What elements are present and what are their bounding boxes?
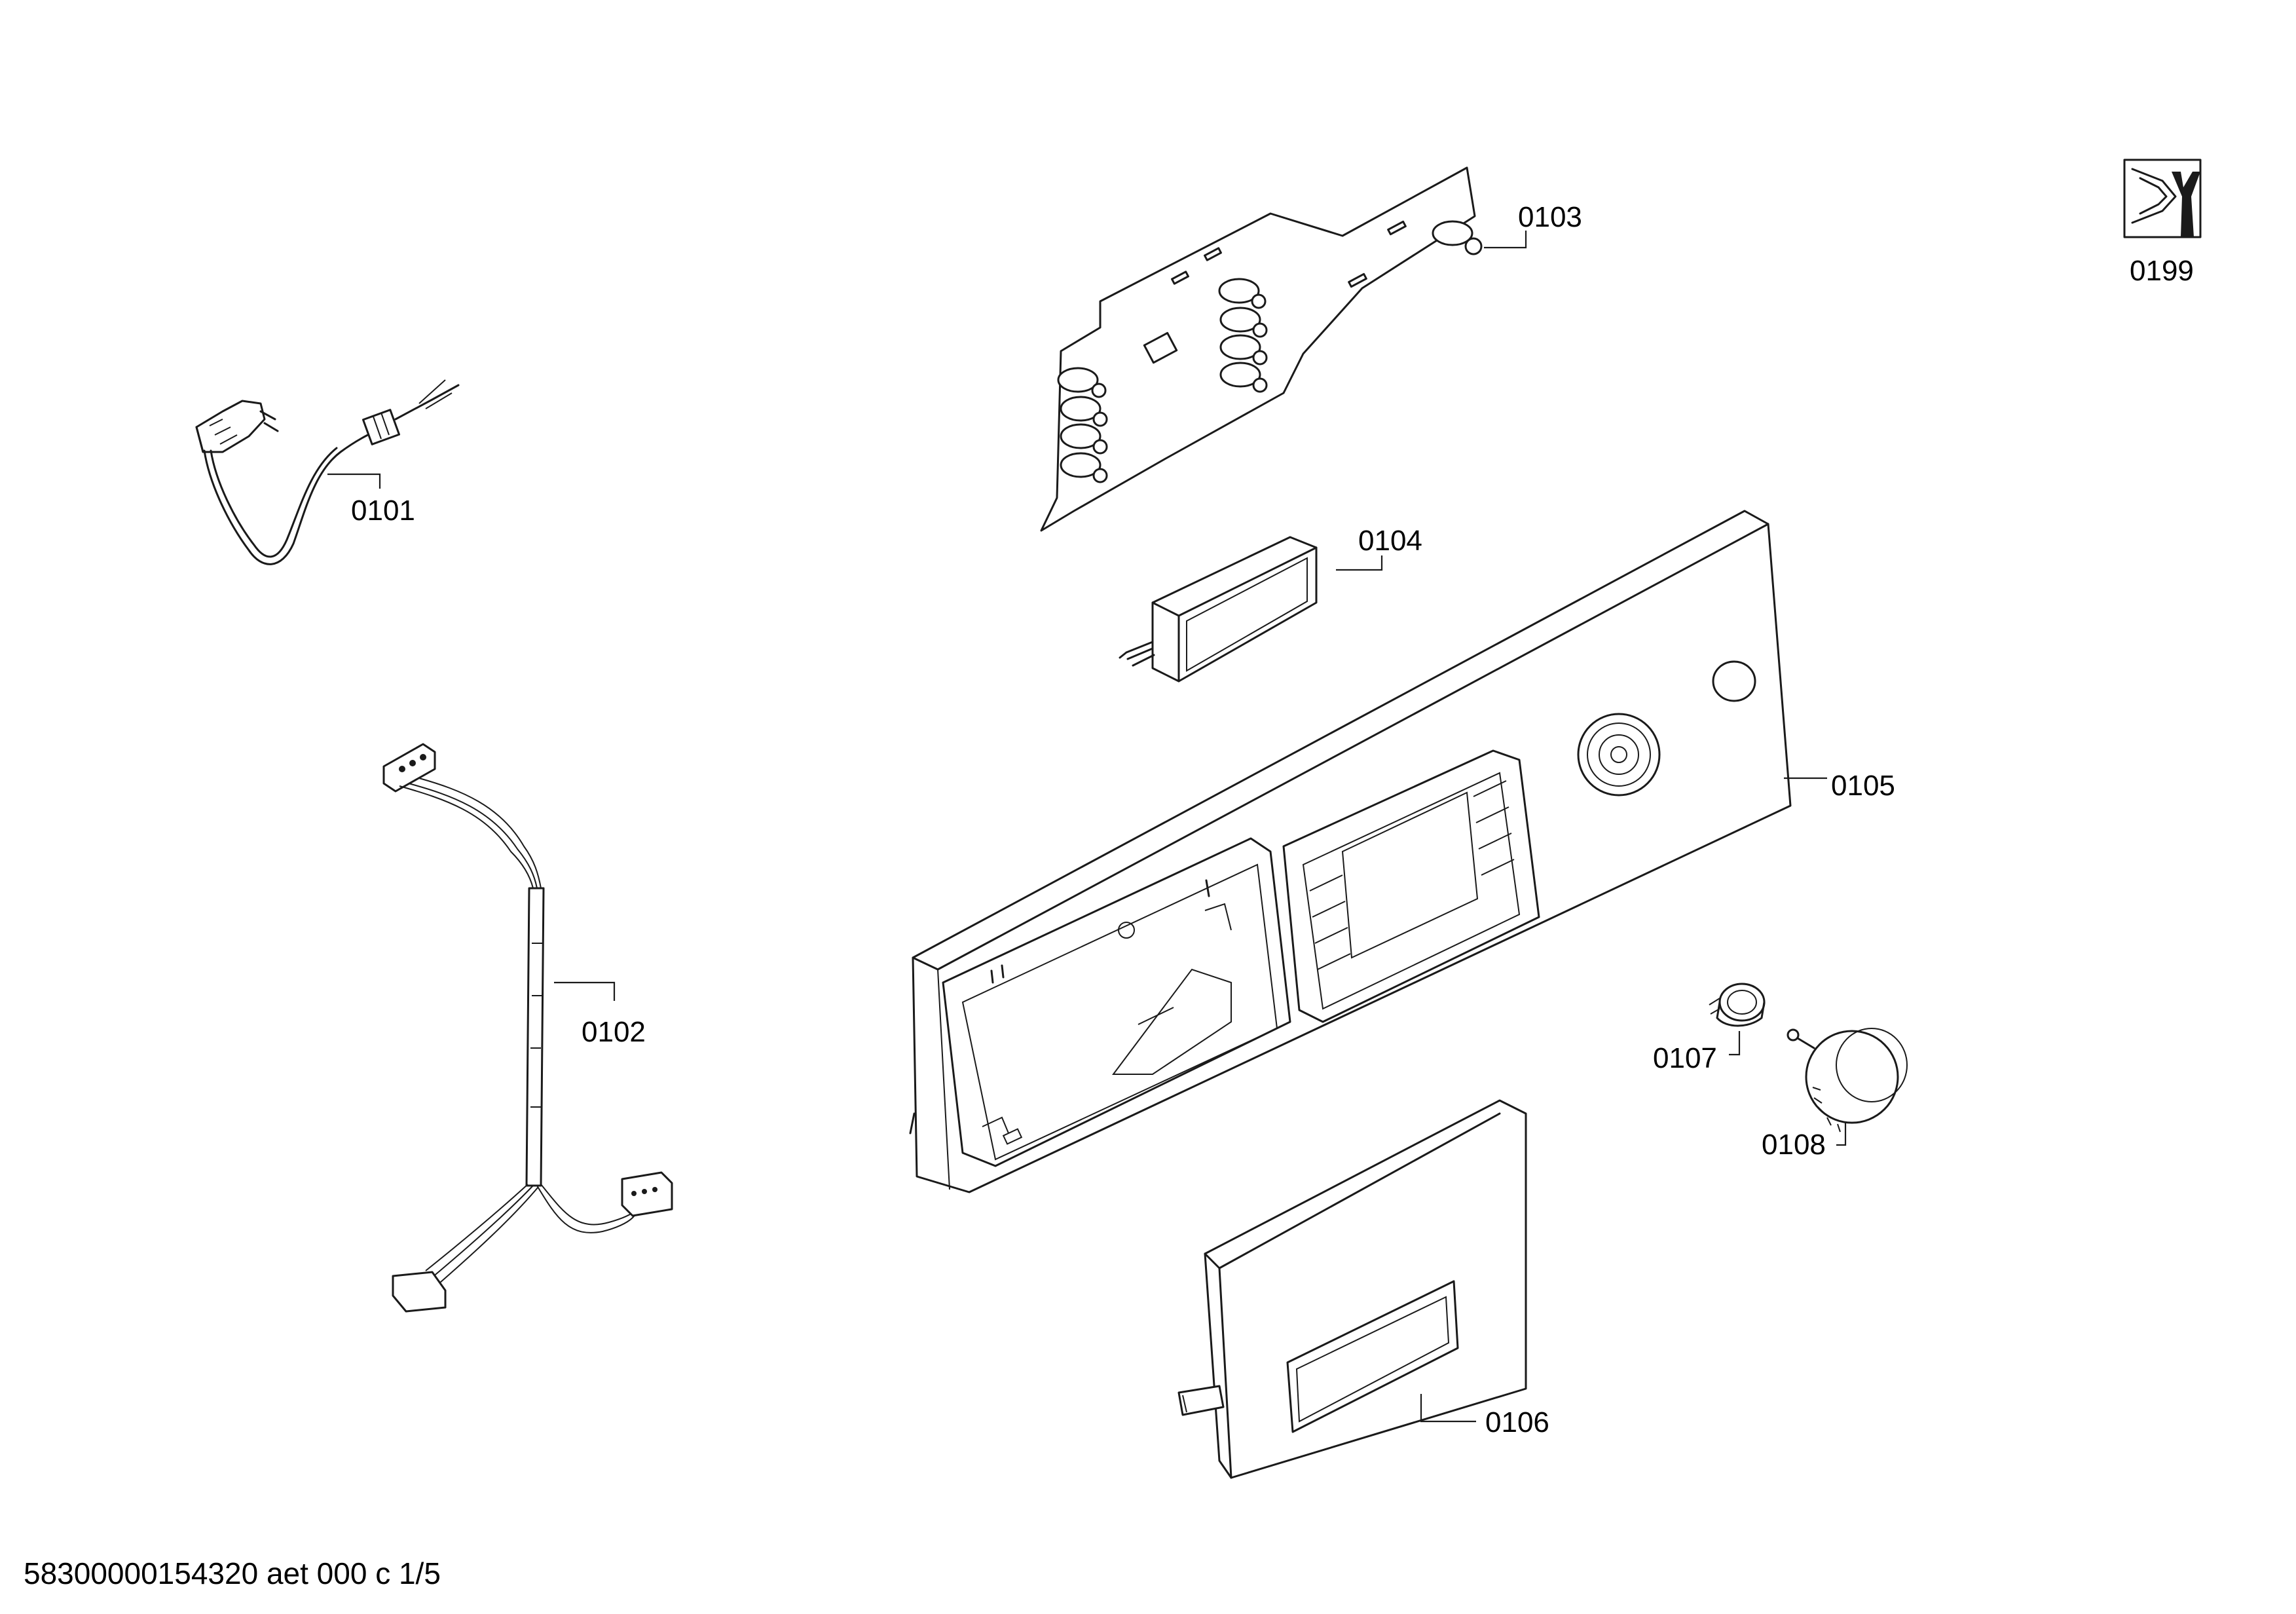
- callout-0106[interactable]: 0106: [1485, 1406, 1549, 1438]
- callout-0101[interactable]: 0101: [351, 495, 415, 527]
- part-0108-programme-knob[interactable]: [1787, 1028, 1908, 1146]
- callout-0102[interactable]: 0102: [582, 1016, 646, 1048]
- led-column-middle: [1218, 278, 1268, 393]
- part-0105-control-panel[interactable]: [909, 510, 1827, 1193]
- led-column-left: [1057, 367, 1108, 483]
- part-0101-power-cord[interactable]: [195, 379, 460, 565]
- drawing-id: 58300000154320 aet 000 c 1/5: [24, 1556, 441, 1590]
- callout-0199[interactable]: 0199: [2130, 255, 2194, 287]
- part-0107-knob-adapter[interactable]: [1709, 983, 1766, 1056]
- wrench-service-icon[interactable]: [2123, 159, 2202, 238]
- part-0106-drawer-front[interactable]: [1177, 1099, 1527, 1479]
- callout-0108[interactable]: 0108: [1762, 1129, 1826, 1161]
- part-0104-control-module[interactable]: [1119, 536, 1383, 683]
- part-0103-control-board[interactable]: [1040, 166, 1527, 532]
- callout-0107[interactable]: 0107: [1653, 1042, 1717, 1074]
- part-0102-wiring-harness[interactable]: [382, 743, 673, 1313]
- callout-0105[interactable]: 0105: [1831, 770, 1895, 802]
- callout-0104[interactable]: 0104: [1358, 525, 1422, 557]
- callout-0103[interactable]: 0103: [1518, 201, 1582, 233]
